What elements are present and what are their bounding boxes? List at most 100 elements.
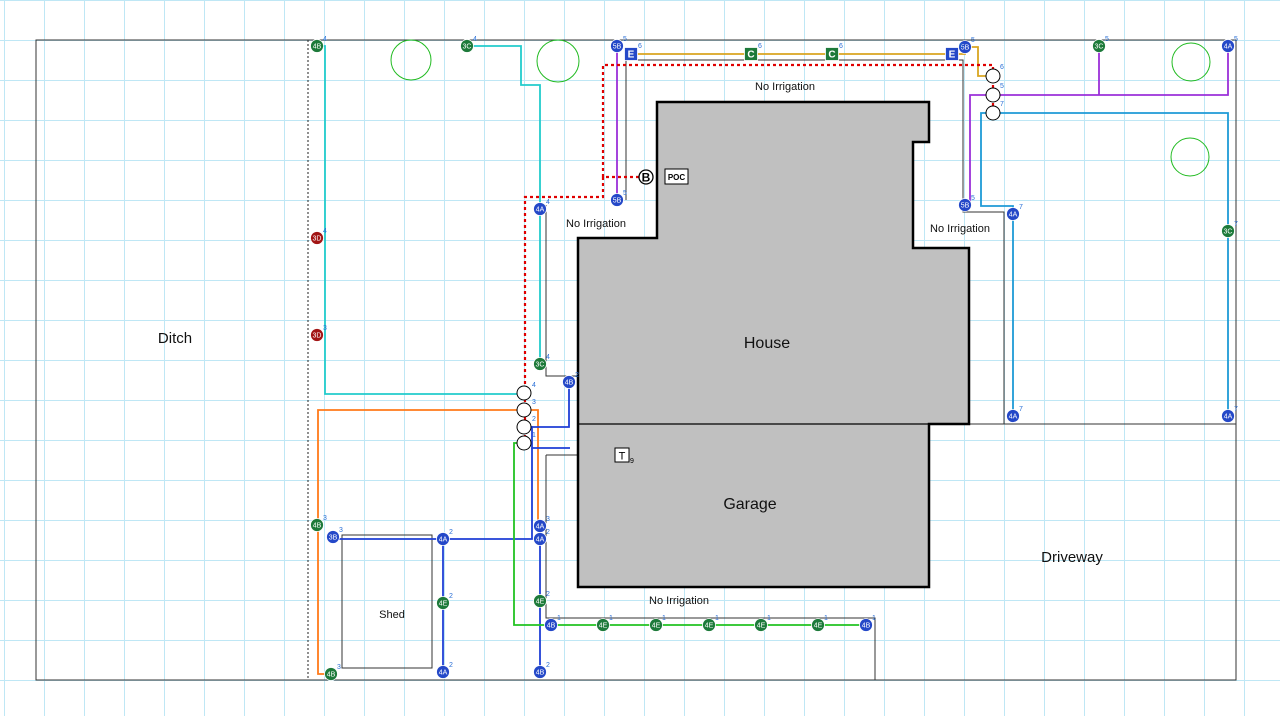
head-type-label: 5B — [961, 203, 970, 210]
valve-number: 1 — [532, 432, 536, 439]
no-irrigation-top: No Irrigation — [755, 81, 815, 93]
sprinkler-head[interactable]: 5B5 — [610, 190, 628, 207]
sprinkler-head-icon — [859, 618, 873, 632]
sprinkler-head[interactable]: 4B2 — [533, 662, 551, 679]
square-head[interactable]: E6 — [624, 43, 643, 61]
sprinkler-head[interactable]: 4A7 — [1006, 204, 1024, 221]
sprinkler-head[interactable]: 4B3 — [310, 515, 328, 532]
sprinkler-head[interactable]: 3C4 — [460, 36, 478, 53]
head-zone-number: 2 — [546, 529, 550, 536]
sprinkler-head[interactable]: 3C5 — [1092, 36, 1110, 53]
sprinkler-head[interactable]: 4B1 — [859, 615, 877, 632]
poc-label: POC — [668, 173, 686, 182]
head-type-label: 4A — [439, 537, 448, 544]
sprinkler-head-icon — [544, 618, 558, 632]
sprinkler-head[interactable]: 4E1 — [811, 615, 829, 632]
valve-zone-2[interactable]: 2 — [516, 416, 536, 435]
sprinkler-head[interactable]: 4A4 — [533, 199, 551, 216]
head-zone-number: 2 — [546, 662, 550, 669]
sprinkler-head-icon — [533, 665, 547, 679]
head-zone-number: 1 — [715, 615, 719, 622]
head-zone-number: 3 — [546, 516, 550, 523]
sprinkler-head[interactable]: 5B5 — [610, 36, 628, 53]
head-zone-number: 3 — [323, 515, 327, 522]
valves: 4 3 2 1 6 5 7 — [516, 64, 1004, 451]
head-type-label: 4E — [439, 601, 448, 608]
sprinkler-head[interactable]: 4B3 — [324, 664, 342, 681]
head-zone-number: 4 — [546, 354, 550, 361]
square-head-label: E — [628, 50, 635, 61]
sprinkler-head-icon — [533, 532, 547, 546]
valve-zone-1[interactable]: 1 — [516, 432, 536, 451]
valve-zone-6[interactable]: 6 — [985, 64, 1004, 84]
head-type-label: 4E — [652, 623, 661, 630]
sprinkler-head[interactable]: 4E1 — [649, 615, 667, 632]
head-zone-number: 5 — [623, 190, 627, 197]
square-head[interactable]: C6 — [744, 43, 763, 61]
head-zone-number: 2 — [575, 372, 579, 379]
sprinkler-head[interactable]: 4A7 — [1221, 406, 1239, 423]
garage-label: Garage — [723, 496, 776, 513]
head-zone-number: 1 — [557, 615, 561, 622]
sprinkler-head[interactable]: 4A5 — [1221, 36, 1239, 53]
sprinkler-head[interactable]: 5B5 — [958, 37, 976, 54]
timer-label: T — [619, 451, 626, 463]
square-head[interactable]: E6 — [945, 43, 964, 61]
sprinkler-head[interactable]: 4A2 — [533, 529, 551, 546]
head-zone-number: 2 — [546, 591, 550, 598]
timer-controller[interactable]: T 9 — [614, 447, 634, 465]
sprinkler-head[interactable]: 4A2 — [436, 529, 454, 546]
sprinkler-head-icon — [1221, 409, 1235, 423]
sprinkler-head[interactable]: 4A3 — [533, 516, 551, 533]
square-head-label: E — [949, 50, 956, 61]
driveway-label: Driveway — [1041, 549, 1103, 566]
no-irrigation-left: No Irrigation — [566, 218, 626, 230]
sprinkler-head[interactable]: 4B2 — [562, 372, 580, 389]
sprinkler-head[interactable]: 4E2 — [533, 591, 551, 608]
valve-zone-4[interactable]: 4 — [516, 382, 536, 401]
valve-zone-3[interactable]: 3 — [516, 399, 536, 418]
head-zone-number: 5 — [1105, 36, 1109, 43]
sprinkler-head[interactable]: 4E1 — [596, 615, 614, 632]
sprinkler-head[interactable]: 4E1 — [754, 615, 772, 632]
sprinkler-head[interactable]: 4B1 — [544, 615, 562, 632]
head-type-label: 3C — [463, 44, 472, 51]
head-type-label: 5B — [613, 198, 622, 205]
head-zone-number: 1 — [767, 615, 771, 622]
sprinkler-head[interactable]: 4E2 — [436, 593, 454, 610]
head-type-label: 4A — [1224, 44, 1233, 51]
head-type-label: 4E — [705, 623, 714, 630]
valve-zone-5[interactable]: 5 — [985, 83, 1004, 103]
head-zone-number: 2 — [449, 529, 453, 536]
sprinkler-head-icon — [754, 618, 768, 632]
sprinkler-head-icon — [1221, 224, 1235, 238]
sprinkler-head[interactable]: 5B5 — [958, 195, 976, 212]
sprinkler-head[interactable]: 4A7 — [1006, 406, 1024, 423]
sprinkler-head[interactable]: 4A2 — [436, 662, 454, 679]
sprinkler-head-icon — [811, 618, 825, 632]
head-type-label: 5B — [961, 45, 970, 52]
poc-marker[interactable]: POC — [664, 168, 689, 185]
sprinkler-head[interactable]: 3D4 — [310, 228, 328, 245]
sprinkler-head-icon — [460, 39, 474, 53]
sprinkler-head[interactable]: 3C4 — [533, 354, 551, 371]
square-head[interactable]: C6 — [825, 43, 844, 61]
valve-zone-7[interactable]: 7 — [985, 101, 1004, 121]
sprinkler-head-icon — [324, 667, 338, 681]
sprinkler-head[interactable]: 4B4 — [310, 36, 328, 53]
sprinkler-head[interactable]: 3D3 — [310, 325, 328, 342]
sprinkler-head[interactable]: 4E1 — [702, 615, 720, 632]
head-zone-number: 3 — [339, 527, 343, 534]
head-type-label: 4A — [439, 670, 448, 677]
sprinkler-head[interactable]: 3C7 — [1221, 221, 1239, 238]
head-zone-number: 2 — [449, 593, 453, 600]
sprinkler-head-icon — [310, 39, 324, 53]
head-zone-number: 5 — [971, 195, 975, 202]
sprinkler-head[interactable]: 3B3 — [326, 527, 344, 544]
sprinkler-head-icon — [1092, 39, 1106, 53]
sprinkler-head-icon — [436, 665, 450, 679]
backflow-label: B — [642, 171, 651, 185]
square-head-label: C — [747, 50, 754, 61]
head-type-label: 4B — [313, 44, 322, 51]
backflow-device[interactable]: B — [638, 169, 654, 185]
